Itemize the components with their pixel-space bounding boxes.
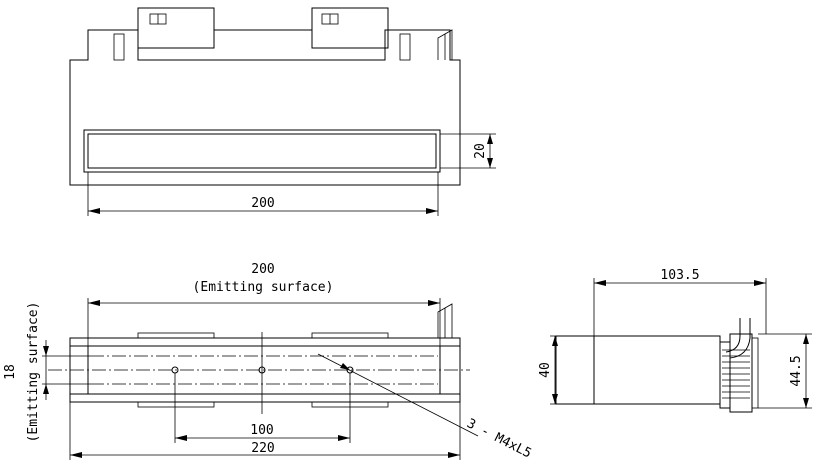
top-view-width-dim: 200 xyxy=(251,196,274,211)
top-view-tab-right xyxy=(399,33,411,61)
side-view-depth-dim: 103.5 xyxy=(660,268,699,283)
front-view-hole-center xyxy=(258,366,266,374)
top-view-emitting-window-outer xyxy=(83,129,441,173)
side-view-cable xyxy=(725,318,741,353)
side-view-body-outline xyxy=(555,335,721,405)
top-view-connector-right xyxy=(311,7,389,49)
front-view-emit-height-dim: 18 xyxy=(3,364,18,380)
front-view-emit-width-label: (Emitting surface) xyxy=(193,280,334,295)
front-view-emit-height-label: (Emitting surface) xyxy=(26,302,41,443)
front-view-foot-bottom-left xyxy=(137,401,215,408)
side-view: 103.5 40 44.5 xyxy=(538,268,812,413)
front-view-emit-width-dim: 200 xyxy=(251,262,274,277)
front-view-overall-dim: 220 xyxy=(251,441,274,456)
top-view-height-dim: 20 xyxy=(473,143,488,159)
side-view-body-height-dim: 40 xyxy=(538,362,553,378)
top-view-connector-left xyxy=(137,7,215,49)
side-view-connector-housing xyxy=(729,333,753,413)
front-view-foot-top-right xyxy=(311,332,389,339)
front-view-pitch-dim: 100 xyxy=(250,423,273,438)
front-view-foot-top-left xyxy=(137,332,215,339)
top-view-tab-left xyxy=(113,33,125,61)
side-view-connector-height-dim: 44.5 xyxy=(789,355,804,386)
top-view-body-outline xyxy=(69,29,461,186)
top-view: 200 20 xyxy=(69,7,496,216)
front-view-hole-callout: 3 - M4xL5 xyxy=(464,416,534,461)
top-view-emitting-window-inner xyxy=(87,133,437,169)
front-view: 200 (Emitting surface) 100 220 18 (Emitt… xyxy=(3,262,534,462)
